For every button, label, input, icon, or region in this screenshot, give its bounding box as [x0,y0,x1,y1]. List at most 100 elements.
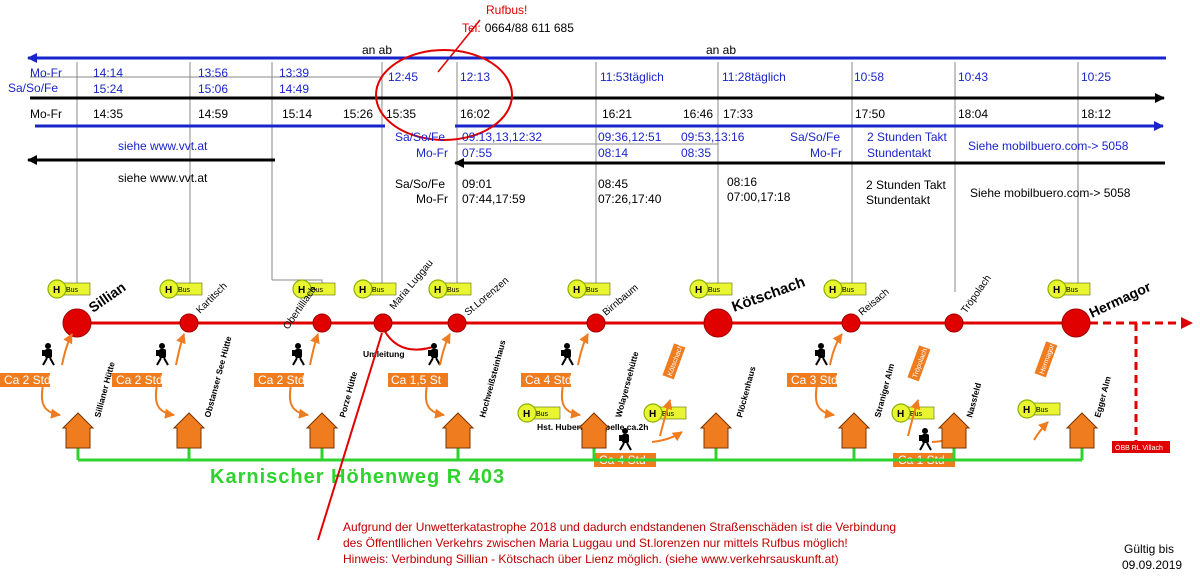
time: 08:16 [727,175,757,189]
svg-text:H: H [1053,285,1060,296]
svg-text:Bus: Bus [586,287,599,294]
station-dot-obertilliach [312,313,332,333]
row1-time: 13:39 [279,66,309,80]
hiker-icon [428,343,441,366]
hut-icon [1065,412,1099,449]
walk-time-box: Ca 2 Std [254,373,305,387]
svg-text:Bus: Bus [178,287,191,294]
hut-icon [305,412,339,449]
hut-icons [61,412,1099,449]
stations [62,308,1091,338]
svg-text:Ca 3 Std: Ca 3 Std [791,373,838,387]
valid-until-date: 09.09.2019 [1122,558,1182,572]
mobilbuero-link: Siehe mobilbuero.com-> 5058 [968,139,1129,153]
arrow-tag-koetschach: Kötschach [662,343,686,380]
svg-text:H: H [695,285,702,296]
time: 07:44,17:59 [462,192,526,206]
regional-blue-block: Sa/So/Fe Mo-Fr 09:13,13,12:32 07:55 09:3… [395,130,1129,160]
timetable-rows: Mo-Fr Sa/So/Fe Mo-Fr 14:14 13:56 13:39 1… [8,66,1111,121]
hiker-icon [561,343,574,366]
time: 07:55 [462,146,492,160]
rufbus-highlight-circle [375,49,513,141]
day-mo: Mo-Fr [416,146,448,160]
time: 09:36,12:51 [598,130,662,144]
svg-text:H: H [523,409,530,420]
svg-text:Ca 2 Std: Ca 2 Std [258,373,305,387]
svg-text:H: H [298,285,305,296]
row3-time: 15:26 [343,107,373,121]
svg-text:Ca 2 Std: Ca 2 Std [4,373,51,387]
hut-labels: Sillianer Hütte Obstanser See Hütte Porz… [92,335,1113,419]
row2-time: 14:49 [279,82,309,96]
hut-label: Obstanser See Hütte [202,335,233,419]
svg-text:Ca 2 Std: Ca 2 Std [116,373,163,387]
svg-text:H: H [165,285,172,296]
time: 07:26,17:40 [598,192,662,206]
hut-icon [61,412,95,449]
bus-stop-icon: Bus H [1047,279,1091,299]
hut-icon [699,412,733,449]
day-sa: Sa/So/Fe [395,130,445,144]
takt-2h: 2 Stunden Takt [866,178,947,192]
disaster-note: Aufgrund der Unwetterkatastrophe 2018 un… [343,520,896,566]
svg-text:Bus: Bus [536,411,549,418]
note-pointer [317,332,383,541]
row2-time: 15:24 [93,82,123,96]
station-dot-birnbaum [586,313,606,333]
row1-time: 12:13 [460,70,490,84]
row1-time: 14:14 [93,66,123,80]
walk-time-box: Ca 2 Std [0,373,51,387]
hut-icon [837,412,871,449]
day-sa: Sa/So/Fe [790,130,840,144]
station-label-troepolach: Tröpolach [959,273,993,315]
svg-text:Bus: Bus [372,287,385,294]
note-line: Aufgrund der Unwetterkatastrophe 2018 un… [343,520,896,534]
trail-name: Karnischer Höhenweg R 403 [210,466,505,488]
svg-text:H: H [573,285,580,296]
bus-stop-icon: Bus H [353,279,397,299]
day-mo: Mo-Fr [416,192,448,206]
row1-time: 11:28täglich [722,70,786,84]
hut-icon [441,412,475,449]
station-dot-st-lorenzen [447,313,467,333]
row3-time: 16:02 [460,107,490,121]
row1-time: 10:25 [1081,70,1111,84]
station-dot-reisach [841,313,861,333]
svg-text:Bus: Bus [910,411,923,418]
day-sa: Sa/So/Fe [395,177,445,191]
hut-label: Plöckenhaus [734,365,757,419]
svg-text:H: H [359,285,366,296]
mobilbuero-link: Siehe mobilbuero.com-> 5058 [970,186,1131,200]
hut-label: Wolayerseehütte [613,350,640,418]
takt-1h: Stundentakt [867,146,932,160]
note-line: des Öffentllichen Verkehrs zwischen Mari… [343,536,848,550]
row1-time: 10:58 [854,70,884,84]
bus-stop-icon: Bus H [47,279,91,299]
walk-time-box: Ca 2 Std [112,373,163,387]
rufbus-tel-number: 0664/88 611 685 [485,21,575,35]
hut-label: Hochweißsteinhaus [477,339,507,419]
svg-text:Bus: Bus [311,287,324,294]
station-label-st-lorenzen: St.Lorenzen [463,275,511,318]
hut-label: Nassfeld [964,382,983,419]
slanted-destination-arrows: Kötschach Tröpolach Hermagor [662,341,1058,382]
station-dot-hermagor [1061,308,1091,338]
row3-time: 16:21 [602,107,632,121]
time: 09:13,13,12:32 [462,130,542,144]
svg-text:H: H [897,409,904,420]
walk-time-box: Ca 3 Std [787,373,838,387]
hut-label: Sillianer Hütte [92,360,117,418]
row3-time: 15:35 [386,107,416,121]
hiker-icon [156,343,169,366]
bus-stop-icon: Bus H [428,279,472,299]
svg-text:H: H [434,285,441,296]
arrow-tag-hermagor: Hermagor [1034,341,1058,378]
svg-text:Bus: Bus [708,287,721,294]
hiker-icon [292,343,305,366]
bus-stop-icon: Bus H [567,279,611,299]
hut-label: Porze Hütte [337,370,359,418]
obb-tag [1112,441,1170,453]
row2-day: Sa/So/Fe [8,81,58,95]
regional-black-block: Sa/So/Fe Mo-Fr 09:01 07:44,17:59 08:45 0… [395,175,1131,207]
